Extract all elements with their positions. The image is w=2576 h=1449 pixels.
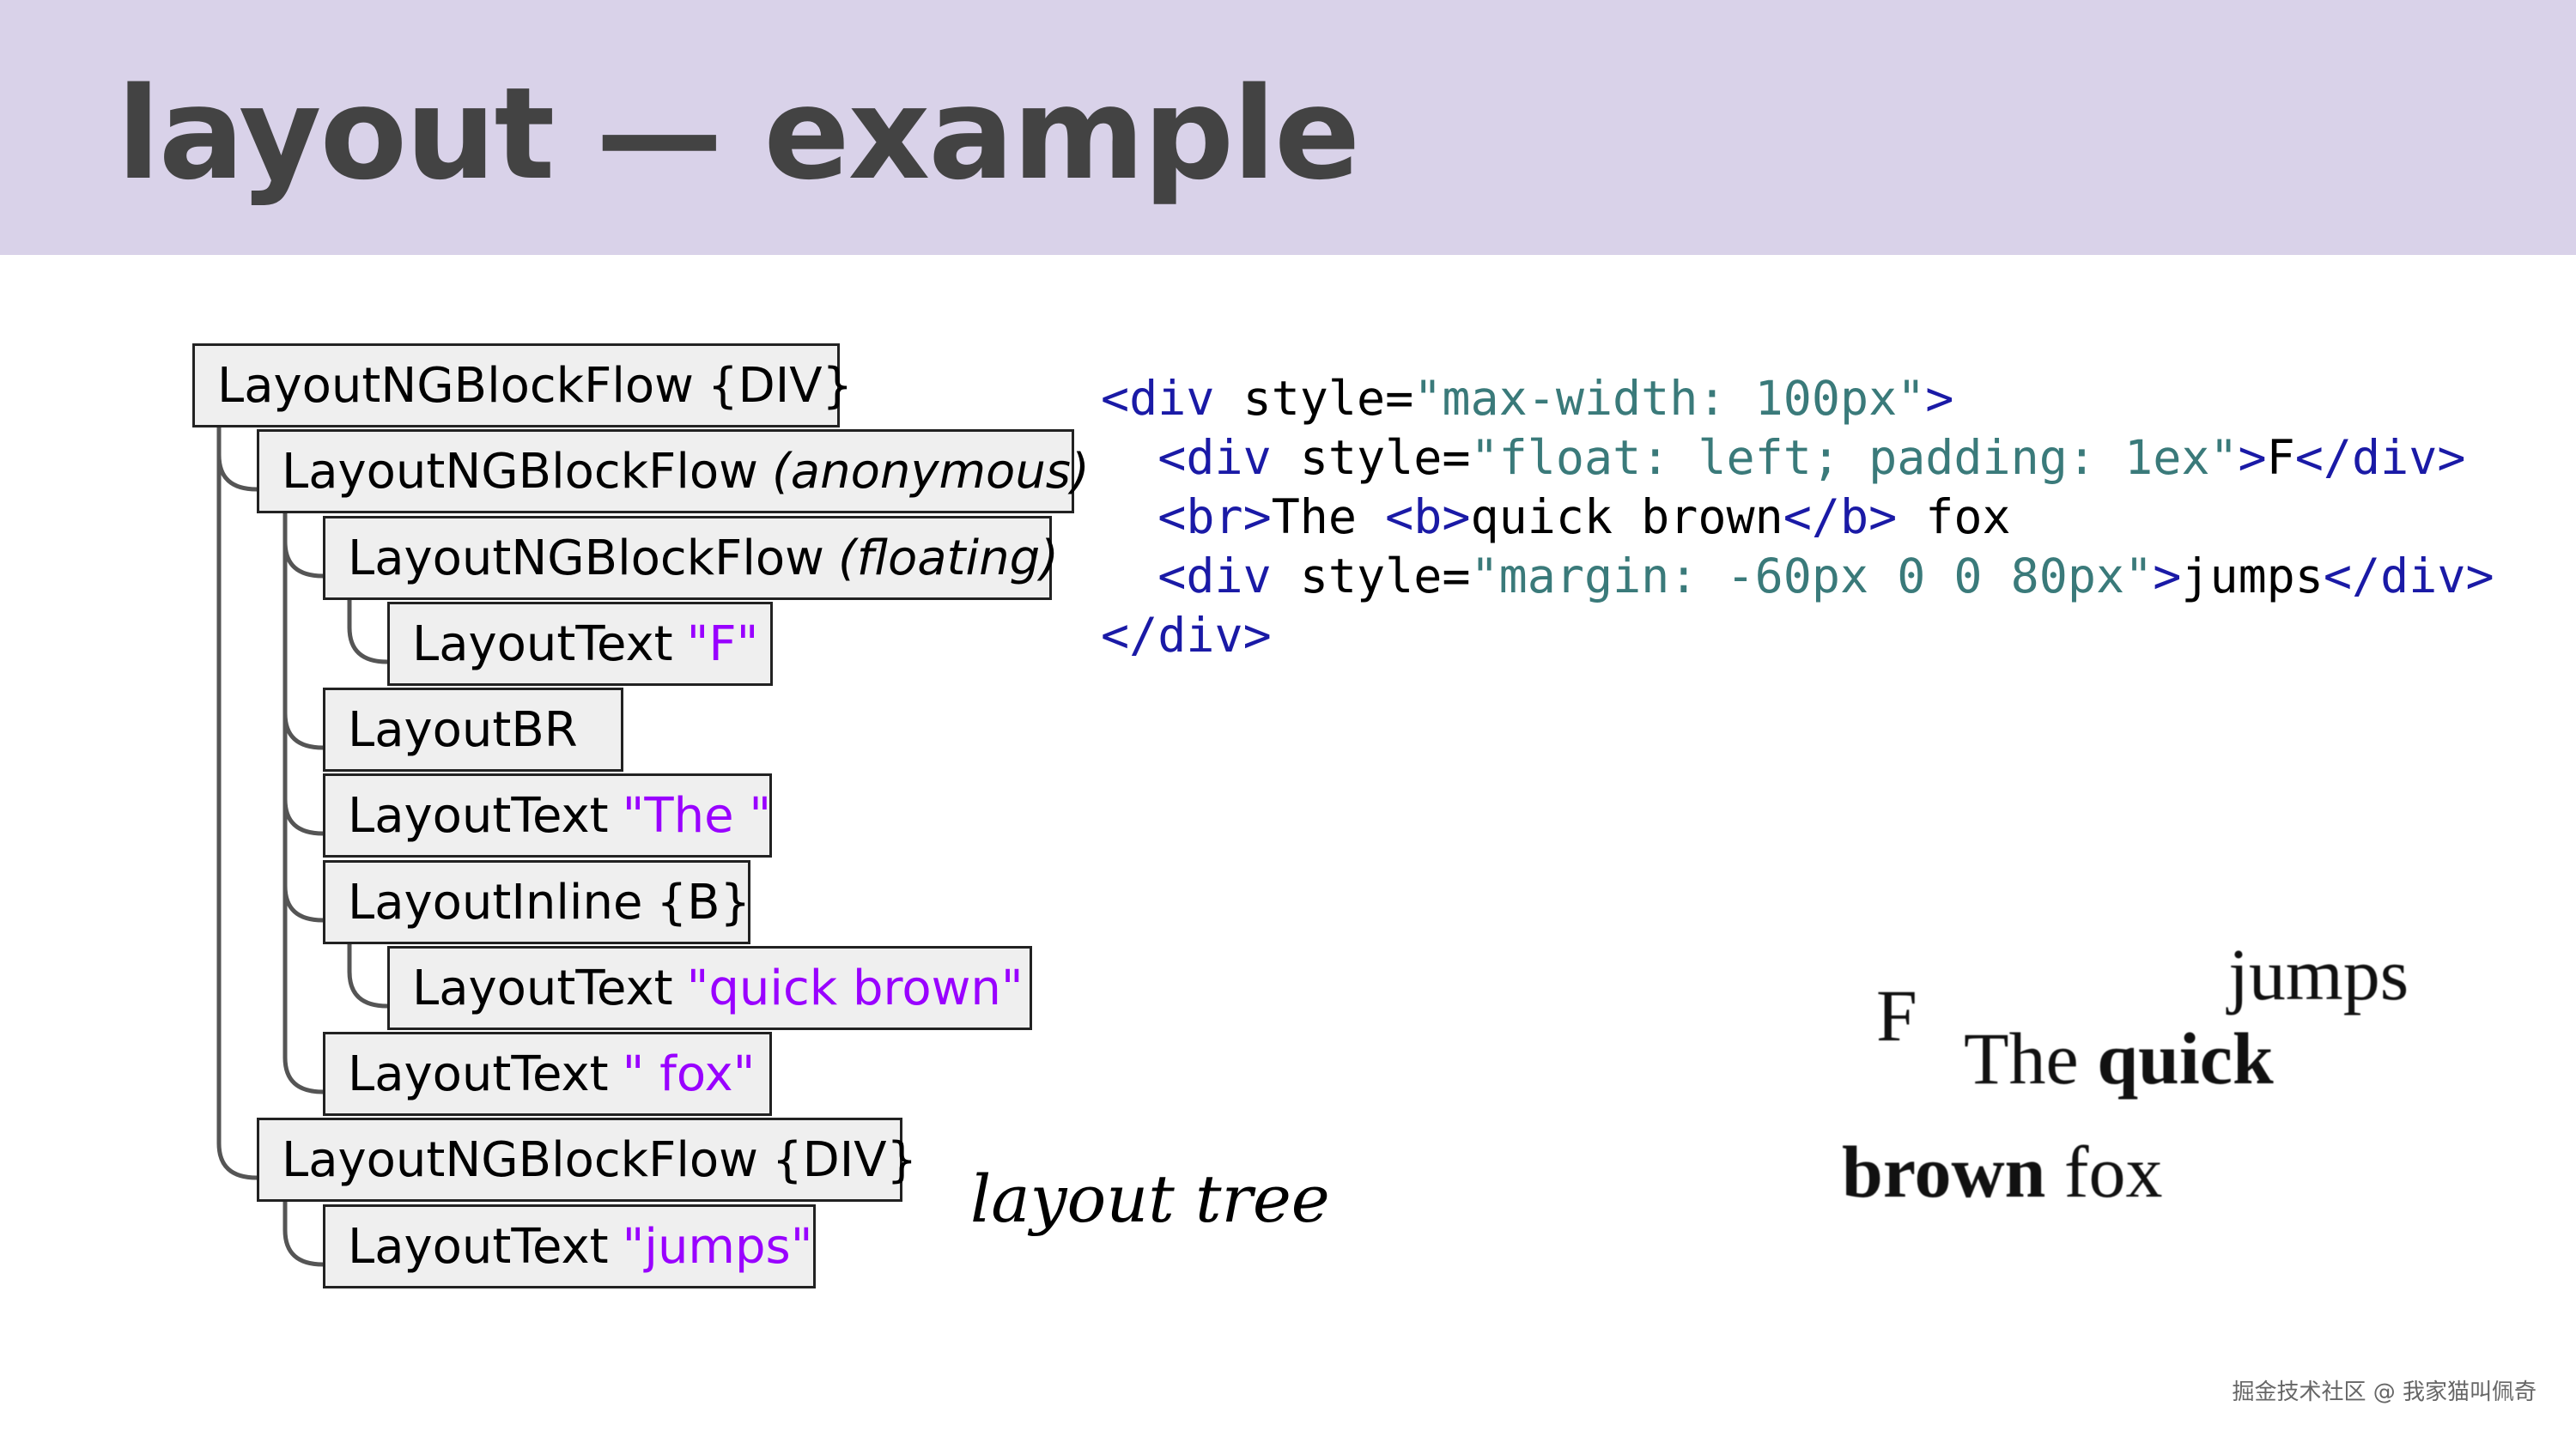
rendered-quick: quick [2097,1017,2274,1100]
tree-node-detail: "F" [686,615,759,672]
tree-node: LayoutNGBlockFlow(anonymous) [257,429,1090,513]
code-token: style= [1299,430,1471,485]
tree-node-detail: (floating) [837,530,1059,586]
tree-node-detail: "The " [622,787,772,844]
tree-connector [283,513,324,750]
code-token: "margin: -60px 0 0 80px" [1470,549,2154,603]
tree-node-type: LayoutBR [348,701,578,758]
rendered-line-brown-fox: brown fox [1842,1129,2163,1215]
tree-connector [283,513,324,579]
code-token: <div [1157,549,1300,603]
tree-node-type: LayoutInline [348,874,643,931]
rendered-output: F jumps The quick brown fox [1838,931,2456,1223]
rendered-f: F [1876,974,1917,1057]
tree-node: LayoutNGBlockFlow{DIV} [192,343,853,427]
code-token: "float: left; padding: 1ex" [1470,430,2239,485]
tree-node-detail: {B} [656,874,751,931]
code-token: </div> [1101,608,1272,663]
rendered-the: The [1964,1017,2079,1100]
tree-connector [216,427,258,492]
code-token: fox [1897,489,2011,544]
watermark: 掘金技术社区 @ 我家猫叫佩奇 [2232,1379,2537,1405]
code-token: F [2266,430,2295,485]
code-line: <br>The <b>quick brown</b> fox [1101,488,2494,547]
tree-node-type: LayoutNGBlockFlow [282,1131,758,1188]
code-token: "max-width: 100px" [1413,371,1926,426]
code-token: <br> [1157,489,1272,544]
code-token: > [2153,549,2182,603]
tree-node: LayoutInline{B} [323,860,750,944]
code-token: </b> [1783,489,1898,544]
code-line: <div style="float: left; padding: 1ex">F… [1101,428,2494,488]
tree-node-type: LayoutText [348,1046,609,1102]
code-token: style= [1299,549,1471,603]
code-token: </div> [2294,430,2466,485]
slide-title: layout — example [117,60,1360,208]
tree-node-detail: "quick brown" [686,960,1024,1016]
code-token [1101,549,1157,603]
code-token [1101,489,1157,544]
tree-node-detail: " fox" [622,1046,756,1102]
code-token: jumps [2181,549,2324,603]
title-bar: layout — example [0,0,2576,255]
tree-node: LayoutText"quick brown" [387,946,1032,1030]
code-token [1101,430,1157,485]
layout-tree-caption: layout tree [970,1161,1330,1237]
tree-node-type: LayoutText [412,615,673,672]
tree-connector [347,944,388,1009]
tree-node-type: LayoutNGBlockFlow [217,357,694,414]
code-token: <div [1157,430,1300,485]
tree-connector [216,427,258,1180]
tree-node: LayoutText"jumps" [323,1204,816,1288]
tree-node-detail: "jumps" [622,1218,813,1275]
tree-connector [283,1202,324,1267]
tree-connector [283,513,324,1094]
tree-node-type: LayoutText [348,1218,609,1275]
html-code-block: <div style="max-width: 100px"> <div styl… [1101,369,2494,665]
tree-node-type: LayoutNGBlockFlow [348,530,824,586]
tree-node-type: LayoutNGBlockFlow [282,443,758,500]
code-token: </div> [2323,549,2494,603]
tree-node: LayoutNGBlockFlow(floating) [323,516,1059,600]
tree-node: LayoutText" fox" [323,1032,772,1116]
code-token: <b> [1385,489,1471,544]
rendered-brown: brown [1842,1131,2046,1213]
tree-node-detail: {DIV} [771,1131,918,1188]
code-token: <div [1101,371,1243,426]
tree-node-type: LayoutText [412,960,673,1016]
code-token: > [1925,371,1954,426]
tree-node: LayoutText"F" [387,602,773,686]
code-token: The [1271,489,1386,544]
code-token: style= [1242,371,1414,426]
tree-node: LayoutBR [323,688,623,772]
tree-node-type: LayoutText [348,787,609,844]
tree-node: LayoutText"The " [323,773,772,858]
code-line: </div> [1101,606,2494,665]
code-token: quick brown [1470,489,1783,544]
code-token: > [2238,430,2267,485]
rendered-line-the-quick: The quick [1964,1016,2274,1101]
tree-node-detail: {DIV} [707,357,854,414]
code-line: <div style="max-width: 100px"> [1101,369,2494,428]
tree-node-detail: (anonymous) [771,443,1090,500]
rendered-fox: fox [2063,1131,2163,1213]
tree-node: LayoutNGBlockFlow{DIV} [257,1118,917,1202]
code-line: <div style="margin: -60px 0 0 80px">jump… [1101,547,2494,606]
rendered-jumps: jumps [2228,933,2409,1016]
tree-connector [347,600,388,664]
